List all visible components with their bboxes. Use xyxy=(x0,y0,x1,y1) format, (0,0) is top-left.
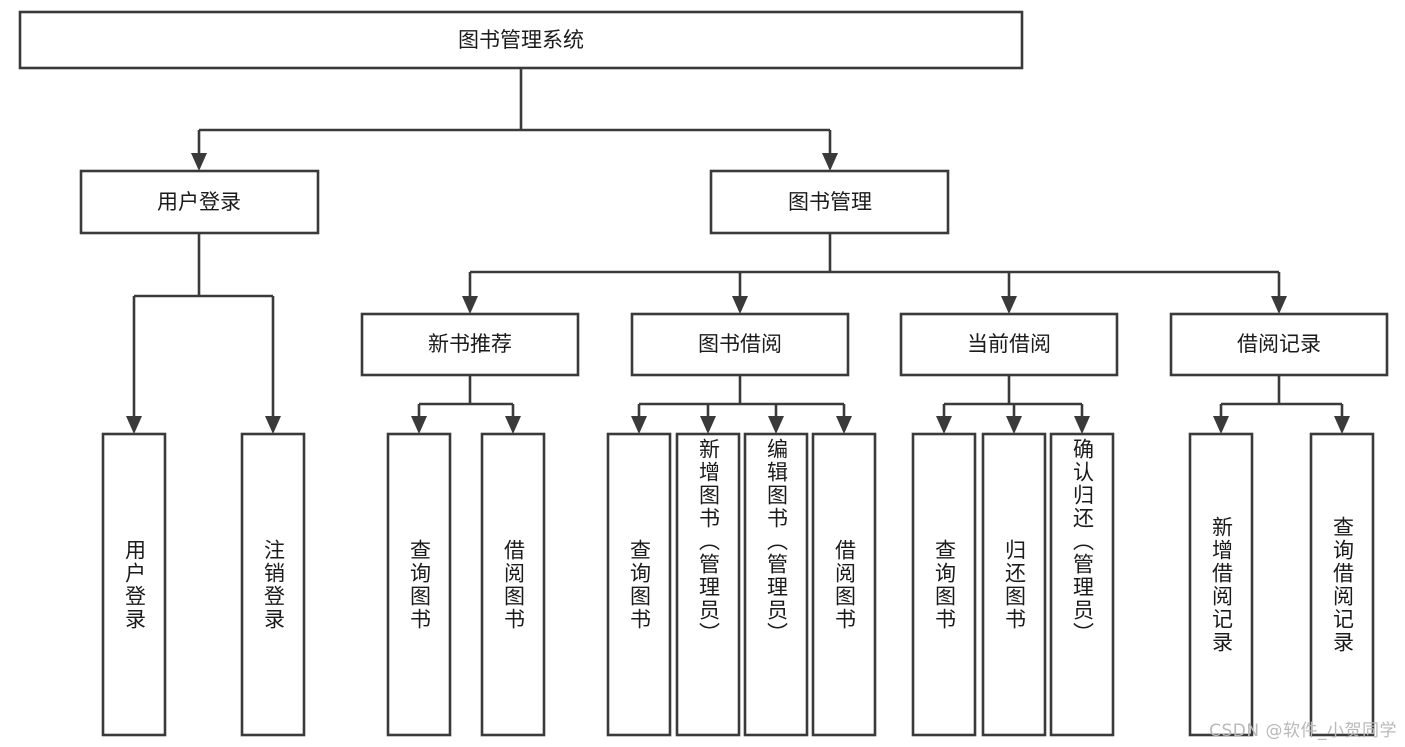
arrowhead-leaf-confirm-return xyxy=(1074,416,1090,434)
arrowhead-new-book-recommend xyxy=(462,296,478,314)
node-book-management-box[interactable] xyxy=(709,169,950,235)
node-root-label: 图书管理系统 xyxy=(458,28,584,52)
node-book-borrow-box[interactable] xyxy=(630,312,850,377)
node-leaf-query-book-2-box[interactable] xyxy=(606,432,672,737)
arrowhead-leaf-add-book xyxy=(700,416,716,434)
arrowhead-book-management xyxy=(822,153,838,171)
connector-borrow-records-trunk xyxy=(1219,375,1344,418)
node-leaf-query-book-3-box[interactable] xyxy=(911,432,977,737)
connector-book-borrow-trunk xyxy=(637,375,846,418)
connector-current-borrow-trunk xyxy=(942,375,1084,418)
arrowhead-current-borrow xyxy=(1001,296,1017,314)
arrowhead-book-borrow xyxy=(732,296,748,314)
node-layer: 图书管理系统 用户登录 图书管理 新书推荐 图书借阅 当前借阅 借阅记录 xyxy=(18,10,1389,737)
node-current-borrow-label: 当前借阅 xyxy=(967,332,1051,356)
node-root-box[interactable] xyxy=(18,10,1024,70)
node-user-login-box[interactable] xyxy=(79,169,320,235)
node-user-login-label: 用户登录 xyxy=(157,190,241,214)
arrowhead-leaf-edit-book xyxy=(768,416,784,434)
arrowhead-leaf-borrow-book-1 xyxy=(505,416,521,434)
arrowhead-leaf-return-book xyxy=(1006,416,1022,434)
connector-book-management-trunk xyxy=(468,233,1281,298)
node-book-management-label: 图书管理 xyxy=(788,190,872,214)
arrowhead-leaf-user-login xyxy=(126,416,142,434)
arrowhead-leaf-logout xyxy=(265,416,281,434)
arrowhead-borrow-records xyxy=(1271,296,1287,314)
node-leaf-query-borrow-record-box[interactable] xyxy=(1309,432,1375,737)
node-current-borrow-box[interactable] xyxy=(899,312,1119,377)
node-new-book-recommend-label: 新书推荐 xyxy=(428,332,512,356)
node-leaf-logout-box[interactable] xyxy=(240,432,306,737)
arrowhead-leaf-query-book-3 xyxy=(936,416,952,434)
connector-user-login-trunk xyxy=(132,233,275,418)
node-book-borrow-label: 图书借阅 xyxy=(698,332,782,356)
node-leaf-return-book-box[interactable] xyxy=(981,432,1047,737)
node-leaf-borrow-book-1-box[interactable] xyxy=(480,432,546,737)
arrowhead-leaf-borrow-book-2 xyxy=(836,416,852,434)
node-leaf-user-login-box[interactable] xyxy=(101,432,167,737)
connector-root-trunk xyxy=(197,68,832,155)
node-leaf-query-book-1-box[interactable] xyxy=(386,432,452,737)
node-new-book-recommend-box[interactable] xyxy=(360,312,580,377)
arrowhead-leaf-query-book-1 xyxy=(411,416,427,434)
node-leaf-edit-book-box[interactable] xyxy=(743,432,809,737)
node-borrow-records-box[interactable] xyxy=(1169,312,1389,377)
node-leaf-borrow-book-2-box[interactable] xyxy=(811,432,877,737)
watermark-text: CSDN @软件_小贺同学 xyxy=(1209,721,1397,741)
node-leaf-confirm-return-box[interactable] xyxy=(1049,432,1115,737)
connector-layer xyxy=(126,68,1350,434)
arrowhead-leaf-query-book-2 xyxy=(631,416,647,434)
node-borrow-records-label: 借阅记录 xyxy=(1237,332,1321,356)
arrowhead-leaf-add-borrow-record xyxy=(1213,416,1229,434)
node-leaf-add-book-box[interactable] xyxy=(675,432,741,737)
node-leaf-add-borrow-record-box[interactable] xyxy=(1188,432,1254,737)
arrowhead-user-login xyxy=(191,153,207,171)
connector-new-book-recommend-trunk xyxy=(417,375,515,418)
arrowhead-leaf-query-borrow-record xyxy=(1334,416,1350,434)
